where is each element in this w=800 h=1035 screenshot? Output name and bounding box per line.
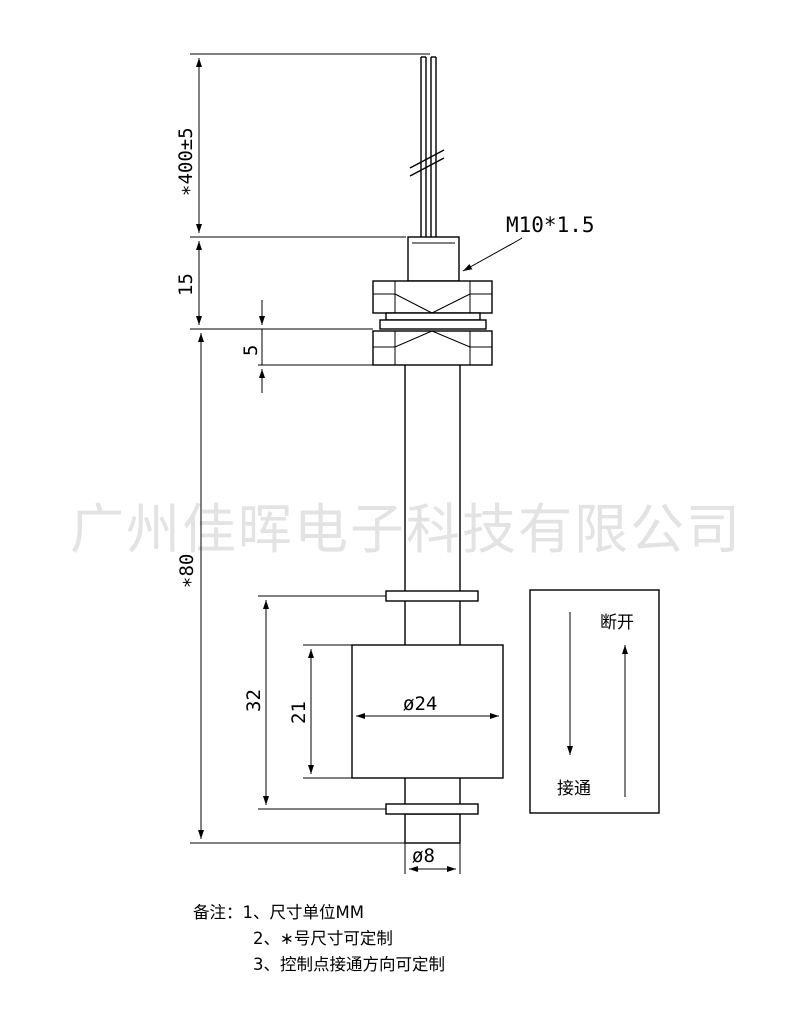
dim-thread-length: 15: [175, 241, 373, 330]
note-row-3: 3、控制点接通方向可定制: [193, 952, 445, 978]
switch-off-label: 断开: [600, 613, 634, 633]
thread-spec-callout: M10*1.5: [462, 213, 595, 272]
dim-float-diameter: ø24: [356, 693, 499, 719]
thread-spec-text: M10*1.5: [506, 213, 595, 237]
dim-float-travel-text: 32: [243, 689, 265, 712]
notes-heading: 备注：: [193, 903, 243, 922]
dim-float-height-text: 21: [288, 701, 310, 724]
dim-float-diameter-text: ø24: [403, 693, 437, 715]
upper-stop-ring: [385, 590, 479, 602]
dim-stem-diameter: ø8: [404, 843, 461, 874]
cable-wires: [409, 56, 445, 237]
dim-thread-length-text: 15: [175, 273, 197, 296]
dim-cable-length: ∗400±5: [175, 53, 430, 238]
float-body: [351, 644, 504, 779]
notes-block: 备注：1、尺寸单位MM 2、∗号尺寸可定制 3、控制点接通方向可定制: [193, 900, 445, 978]
note-row-2: 2、∗号尺寸可定制: [193, 926, 445, 952]
note-item: 2、∗号尺寸可定制: [253, 929, 393, 948]
upper-nut: [372, 280, 493, 314]
washer: [379, 312, 487, 330]
dim-float-height: 21: [288, 644, 352, 779]
dim-float-travel: 32: [243, 595, 386, 810]
dim-cable-length-text: ∗400±5: [175, 127, 197, 196]
watermark-text: 广州佳晖电子科技有限公司: [70, 498, 742, 561]
lower-nut: [372, 330, 493, 366]
dim-nut-thickness: 5: [240, 300, 373, 393]
note-item: 3、控制点接通方向可定制: [253, 955, 445, 974]
lower-stop-ring: [385, 803, 479, 815]
note-row-1: 备注：1、尺寸单位MM: [193, 900, 445, 926]
switch-on-label: 接通: [557, 779, 591, 799]
switch-legend: 断开 接通: [529, 589, 660, 814]
threaded-head: [407, 236, 460, 282]
dim-stem-length-text: ∗80: [176, 554, 198, 588]
dim-nut-thickness-text: 5: [240, 345, 262, 356]
note-item: 1、尺寸单位MM: [242, 903, 364, 922]
dim-stem-length: ∗80: [176, 333, 405, 844]
dim-stem-diameter-text: ø8: [412, 845, 435, 867]
